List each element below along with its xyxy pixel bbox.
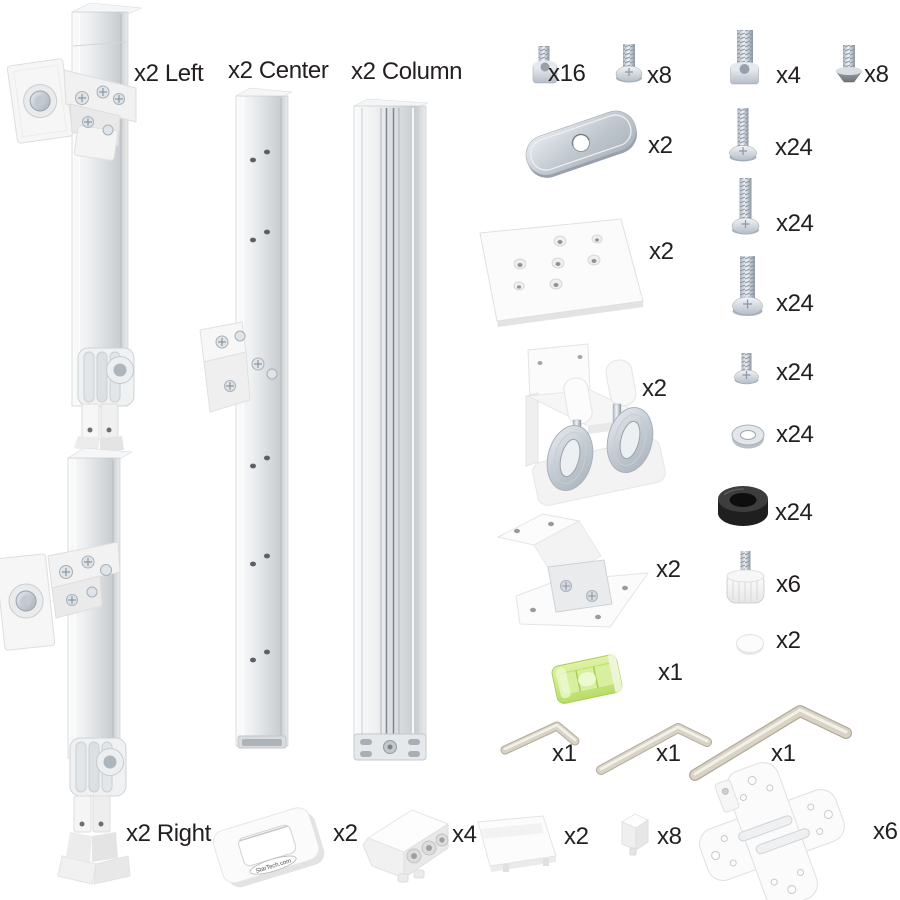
left-arm-image xyxy=(6,2,143,452)
end-cap-block-image xyxy=(362,809,450,883)
label-desk-clamp: x2 xyxy=(642,375,667,402)
label-hex-key-small: x1 xyxy=(552,740,577,767)
thumb-screw-image xyxy=(726,551,765,604)
label-hex-key-medium: x1 xyxy=(656,740,681,767)
label-screw-pan-long: x24 xyxy=(775,134,813,161)
label-screw-countersunk: x8 xyxy=(864,61,889,88)
screw-pan-longer-image xyxy=(731,178,760,235)
label-mounting-plate: x2 xyxy=(649,238,674,265)
label-left-arm: x2 Left xyxy=(134,60,204,87)
screw-pan-thick-image xyxy=(732,256,763,316)
small-cap-image xyxy=(620,813,650,856)
cover-plate-image xyxy=(477,815,557,872)
washer-image xyxy=(731,424,765,449)
screw-countersunk-image xyxy=(835,45,863,83)
screw-socket-cap-small-image xyxy=(532,46,558,84)
label-vesa-plate: x6 xyxy=(873,818,898,845)
label-end-cap-block: x4 xyxy=(452,821,477,848)
column-extrusion-image xyxy=(353,98,429,761)
label-small-cap: x8 xyxy=(657,823,682,850)
label-cover-plate: x2 xyxy=(564,823,589,850)
label-hole-cap-disc: x2 xyxy=(776,627,801,654)
label-rubber-grommet: x24 xyxy=(775,499,813,526)
label-screw-pan-short: x24 xyxy=(776,359,814,386)
corner-bracket-image xyxy=(496,513,650,628)
bubble-level-image xyxy=(551,653,624,704)
hex-key-medium-image xyxy=(596,723,712,775)
center-bracket-image xyxy=(199,87,294,749)
label-hex-key-large: x1 xyxy=(771,740,796,767)
label-washer: x24 xyxy=(776,421,814,448)
desk-clamp-image xyxy=(525,343,666,506)
oval-spacer-plate-image xyxy=(525,110,637,178)
hole-cap-disc-image xyxy=(736,634,764,655)
label-corner-bracket: x2 xyxy=(656,556,681,583)
label-oval-spacer-plate: x2 xyxy=(648,132,673,159)
hex-key-large-image xyxy=(689,705,852,781)
rubber-grommet-image xyxy=(718,486,768,526)
screw-pan-long-image xyxy=(729,108,757,162)
screw-socket-cap-long-image xyxy=(730,30,759,85)
label-screw-pan-head-short: x8 xyxy=(647,62,672,89)
label-bubble-level: x1 xyxy=(658,659,683,686)
screw-pan-short-image xyxy=(734,353,759,385)
label-screw-pan-thick: x24 xyxy=(776,290,814,317)
label-screw-socket-cap-long: x4 xyxy=(776,62,801,89)
label-screw-socket-cap-small: x16 xyxy=(548,60,586,87)
label-thumb-screw: x6 xyxy=(776,571,801,598)
label-right-arm: x2 Right xyxy=(126,820,211,847)
square-grommet-image: StarTech.com xyxy=(212,807,325,888)
label-square-grommet: x2 xyxy=(333,820,358,847)
label-column: x2 Column xyxy=(351,58,463,85)
label-center-bracket: x2 Center xyxy=(228,57,329,84)
vesa-plate-image xyxy=(699,762,845,900)
right-arm-image xyxy=(0,447,133,885)
screw-pan-head-short-image xyxy=(615,44,643,83)
mounting-plate-image xyxy=(479,218,644,327)
label-screw-pan-longer: x24 xyxy=(776,210,814,237)
hex-key-small-image xyxy=(500,721,580,755)
